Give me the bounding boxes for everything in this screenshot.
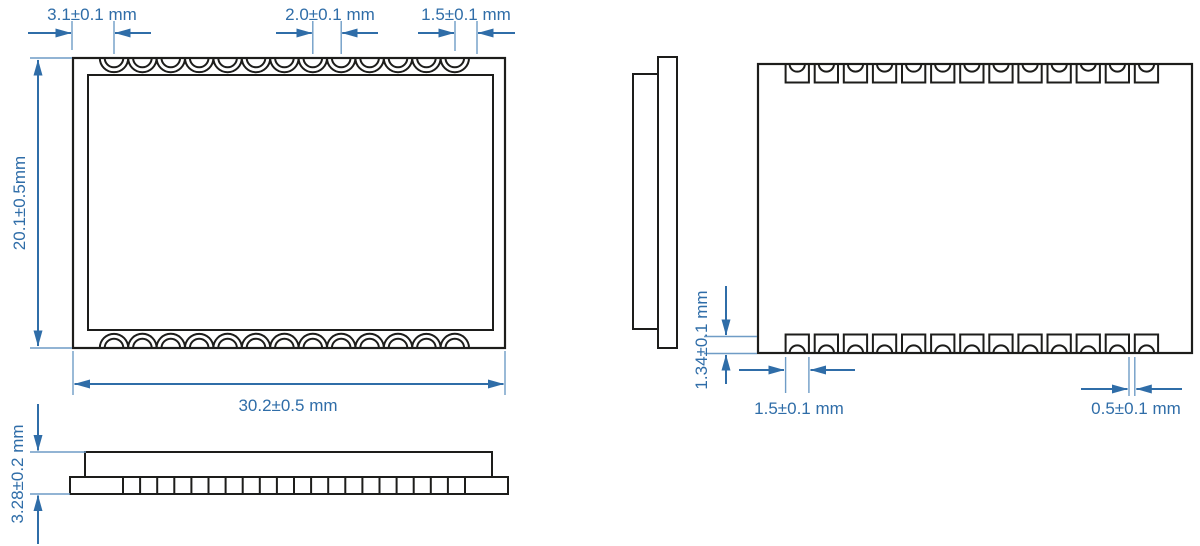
module-body-edge	[632, 73, 659, 330]
module-bottom-outline	[756, 62, 1194, 355]
dim-pad-depth: 1.34±0.1 mm	[692, 286, 757, 390]
side-view	[632, 56, 678, 349]
dimension-label: 2.0±0.1 mm	[285, 5, 375, 24]
front-view	[69, 451, 509, 495]
top-view	[71, 56, 507, 350]
dim-last-pin: 1.5±0.1 mm	[418, 5, 515, 54]
shield-outline	[87, 74, 494, 331]
dim-module-height: 20.1±0.5mm	[10, 57, 72, 349]
pad-dividers	[122, 477, 466, 494]
castellation-row-bottom	[98, 332, 470, 349]
module-body-side	[84, 451, 493, 478]
module-outline	[71, 56, 507, 350]
dimension-label: 20.1±0.5mm	[10, 156, 29, 250]
dim-module-width: 30.2±0.5 mm	[72, 351, 506, 415]
dimension-label: 1.5±0.1 mm	[421, 5, 511, 24]
pad-row-bottom	[784, 333, 1160, 354]
castellation-row-top	[98, 57, 470, 74]
dimension-label: 3.28±0.2 mm	[8, 424, 27, 523]
dim-pad-width: 1.5±0.1 mm	[739, 357, 855, 418]
dim-pad-gap: 0.5±0.1 mm	[1081, 357, 1182, 418]
dimension-label: 30.2±0.5 mm	[238, 396, 337, 415]
bottom-view	[756, 62, 1194, 355]
pad-row-top	[784, 63, 1160, 84]
dim-edge-to-first-pin: 3.1±0.1 mm	[28, 5, 151, 54]
dimension-label: 1.34±0.1 mm	[692, 290, 711, 389]
dimension-label: 1.5±0.1 mm	[754, 399, 844, 418]
pad-strip	[69, 476, 509, 495]
dim-module-thickness: 3.28±0.2 mm	[8, 404, 86, 544]
dim-pin-pitch: 2.0±0.1 mm	[276, 5, 378, 54]
dimension-label: 3.1±0.1 mm	[47, 5, 137, 24]
dimension-label: 0.5±0.1 mm	[1091, 399, 1181, 418]
pcb-edge	[657, 56, 678, 349]
